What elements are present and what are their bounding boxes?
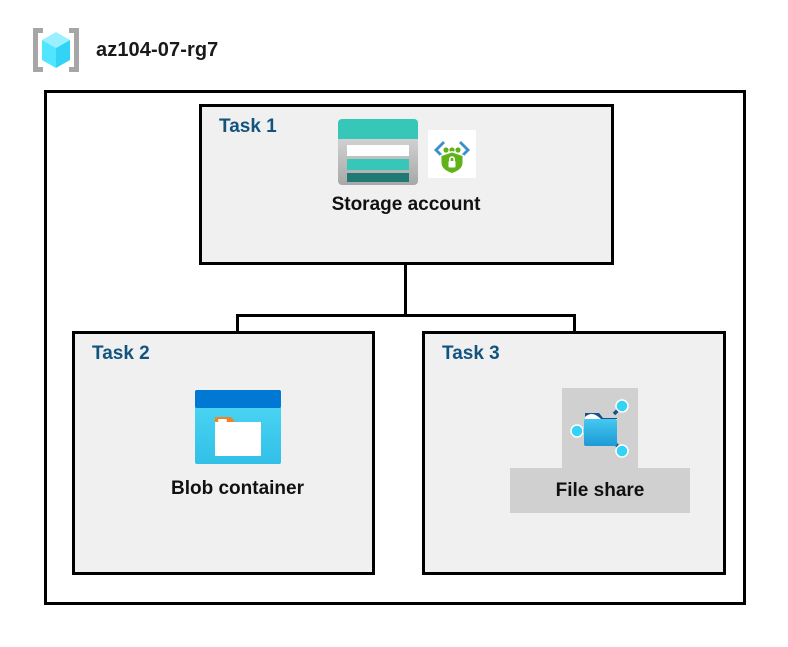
connector-storage-trunk [404, 265, 407, 316]
blob-container-caption: Blob container [170, 478, 304, 499]
file-share-caption: File share [555, 479, 645, 501]
task-2-label: Task 2 [92, 343, 150, 364]
storage-security-icon [427, 118, 476, 178]
resource-group-icon [30, 26, 82, 74]
file-share-icon [567, 395, 633, 461]
storage-account-icon-group [337, 118, 476, 186]
resource-group-title: az104-07-rg7 [96, 38, 219, 61]
storage-account-icon [337, 118, 419, 186]
resource-group-header: az104-07-rg7 [30, 26, 218, 74]
blob-container-icon [193, 388, 283, 478]
node-file-share: File share [510, 388, 690, 513]
connector-branch-crossbar [236, 314, 576, 317]
file-share-icon-backdrop [562, 388, 638, 468]
node-blob-container: Blob container [150, 388, 325, 500]
file-share-caption-backdrop: File share [510, 468, 690, 513]
task-1-label: Task 1 [219, 116, 277, 137]
storage-account-caption: Storage account [331, 194, 481, 215]
task-3-label: Task 3 [442, 343, 500, 364]
node-storage-account: Storage account [296, 118, 516, 216]
